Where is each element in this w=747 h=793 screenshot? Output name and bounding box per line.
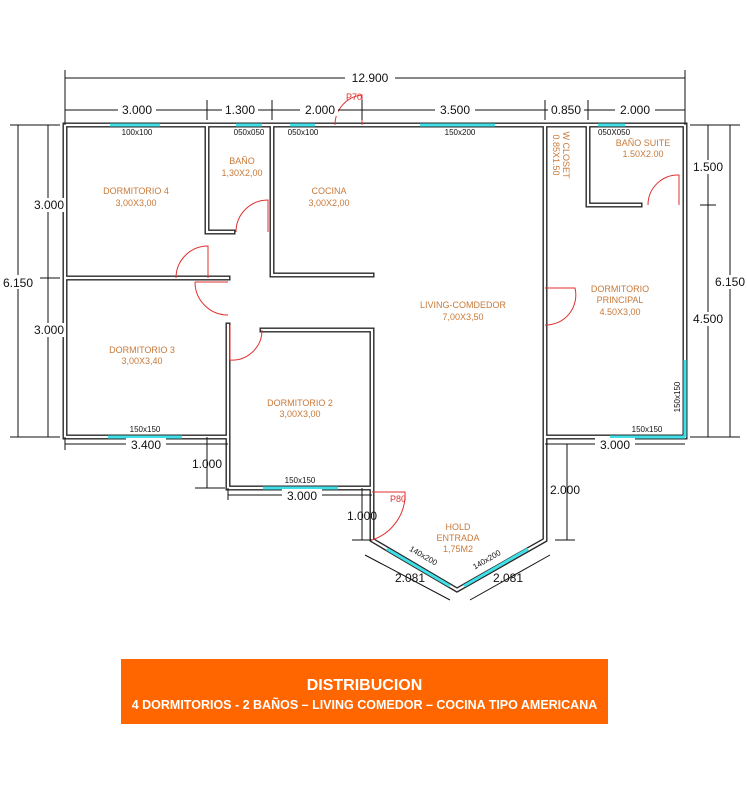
room-size: 0.85X1.50 (551, 134, 561, 175)
windows (108, 123, 687, 588)
dimension-label: 3.000 (34, 198, 64, 212)
door-p70-label: P70 (346, 92, 362, 102)
dimension-label: 4.500 (693, 312, 723, 326)
dimension-label: 2.000 (305, 103, 335, 117)
dimension-texts: 12.900 3.000 1.300 2.000 3.500 0.850 2.0… (0, 70, 747, 585)
room-name: BAÑO (229, 156, 255, 166)
distribution-banner: DISTRIBUCION 4 DORMITORIOS - 2 BAÑOS – L… (121, 659, 608, 724)
dimension-label: 2.081 (395, 571, 425, 585)
room-size: 3,00X2,00 (308, 198, 349, 208)
room-name: PRINCIPAL (597, 295, 644, 305)
room-name: 1,30X2,00 (221, 168, 262, 178)
dimension-label: 1.000 (347, 509, 377, 523)
door-p80-label: P80 (390, 494, 406, 504)
room-size: 3,00X3,00 (279, 409, 320, 419)
dimension-label: 1.500 (693, 160, 723, 174)
dimension-label: 2.000 (620, 103, 650, 117)
room-size: 3,00X3,40 (121, 356, 162, 366)
dimension-label: 2.081 (493, 571, 523, 585)
room-size: 3,00X3,00 (115, 198, 156, 208)
dimension-label: 3.400 (131, 438, 161, 452)
room-name: COCINA (311, 186, 346, 196)
room-labels: DORMITORIO 4 3,00X3,00 BAÑO 1,30X2,00 CO… (103, 131, 670, 554)
dimension-label: 12.900 (352, 71, 389, 85)
dimension-label: 3.000 (287, 489, 317, 503)
room-name: DORMITORIO (591, 284, 649, 294)
window-label: 150x200 (445, 128, 476, 137)
room-name: W CLOSET (561, 131, 571, 179)
room-name: DORMITORIO 2 (267, 398, 333, 408)
window-label: 150x150 (632, 425, 663, 434)
room-size: 1.50X2.00 (622, 149, 663, 159)
banner-title: DISTRIBUCION (306, 677, 423, 694)
room-name: HOLD (445, 522, 471, 532)
window-label: 050X050 (598, 128, 631, 137)
room-name: LIVING-COMDEDOR (420, 300, 507, 310)
room-name: DORMITORIO 4 (103, 186, 169, 196)
dimension-label: 6.150 (3, 276, 33, 290)
window-label: 150x150 (673, 381, 682, 412)
room-name: ENTRADA (436, 533, 479, 543)
room-size: 7,00X3,50 (442, 312, 483, 322)
room-name: DORMITORIO 3 (109, 345, 175, 355)
doors: P70 P80 (175, 92, 680, 541)
dimension-label: 1.300 (225, 103, 255, 117)
window-label: 050x050 (234, 128, 265, 137)
dimension-label: 1.000 (192, 457, 222, 471)
window-label: 150x150 (285, 476, 316, 485)
room-name: BAÑO SUITE (616, 138, 671, 148)
room-size: 4.50X3,00 (599, 307, 640, 317)
dimension-label: 3.500 (440, 103, 470, 117)
dimension-label: 0.850 (551, 103, 581, 117)
window-label: 050x100 (288, 128, 319, 137)
dimension-label: 3.000 (600, 438, 630, 452)
window-label: 100x100 (122, 128, 153, 137)
dimension-label: 2.000 (550, 483, 580, 497)
room-size: 1,75M2 (443, 544, 473, 554)
window-label: 150x150 (130, 425, 161, 434)
dimension-label: 6.150 (715, 275, 745, 289)
dimension-label: 3.000 (34, 323, 64, 337)
banner-subtitle: 4 DORMITORIOS - 2 BAÑOS – LIVING COMEDOR… (131, 698, 598, 712)
dimension-label: 3.000 (122, 103, 152, 117)
